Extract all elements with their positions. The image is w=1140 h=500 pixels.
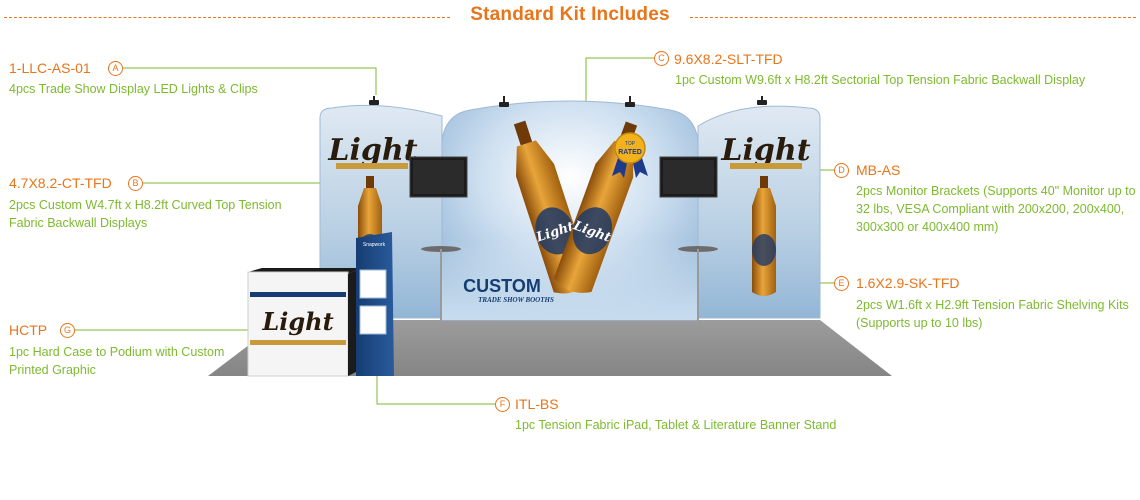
badge-c: C [654, 51, 669, 66]
item-e-desc: 2pcs W1.6ft x H2.9ft Tension Fabric Shel… [856, 298, 1129, 330]
tablet-banner-stand: Snapwork [356, 232, 394, 376]
header-dash-right [690, 17, 1136, 18]
item-e-code: 1.6X2.9-SK-TFD [856, 275, 960, 291]
item-d-desc: 2pcs Monitor Brackets (Supports 40" Moni… [856, 184, 1136, 234]
led-light-2 [499, 96, 509, 107]
item-b-code: 4.7X8.2-CT-TFD [9, 175, 112, 191]
page-title: Standard Kit Includes [470, 4, 670, 25]
led-light-4 [757, 96, 767, 105]
item-c-desc: 1pc Custom W9.6ft x H8.2ft Sectorial Top… [675, 73, 1086, 87]
led-light-1 [369, 96, 379, 105]
item-g-desc: 1pc Hard Case to Podium with Custom Prin… [9, 345, 225, 377]
shelf-left [421, 246, 461, 321]
center-subline: TRADE SHOW BOOTHS [478, 296, 554, 304]
item-b-desc: 2pcs Custom W4.7ft x H8.2ft Curved Top T… [9, 198, 282, 230]
badge-b: B [128, 176, 143, 191]
badge-g: G [60, 323, 75, 338]
center-sectorial-panel: Light Light TOP RATED CUSTOM TRADE SHOW … [441, 100, 699, 321]
top-rated-seal: TOP RATED [612, 132, 648, 178]
center-headline: CUSTOM [463, 276, 541, 296]
item-f-desc: 1pc Tension Fabric iPad, Tablet & Litera… [515, 418, 837, 432]
item-a-code: 1-LLC-AS-01 [9, 60, 91, 76]
item-d-code: MB-AS [856, 162, 901, 178]
monitor-right [659, 156, 718, 198]
podium-brand: Light [261, 307, 333, 336]
item-f-code: ITL-BS [515, 396, 559, 412]
left-panel-brand: Light [327, 133, 417, 168]
stand-brand: Snapwork [363, 242, 386, 248]
right-panel-brand: Light [720, 133, 810, 168]
badge-d: D [834, 163, 849, 178]
header-dash-left [4, 17, 450, 18]
badge-a: A [108, 61, 123, 76]
led-lights [369, 96, 767, 107]
connector-c [585, 57, 656, 118]
item-c-code: 9.6X8.2-SLT-TFD [674, 51, 783, 67]
badge-e: E [834, 276, 849, 291]
seal-main-text: RATED [618, 149, 642, 156]
shelf-right [678, 246, 718, 321]
badge-f: F [495, 397, 510, 412]
item-a-desc: 4pcs Trade Show Display LED Lights & Cli… [9, 82, 258, 96]
hard-case-podium: Light [247, 268, 360, 377]
item-g-code: HCTP [9, 322, 48, 338]
right-curved-panel: Light [697, 105, 821, 319]
monitor-left [409, 156, 468, 198]
connector-a [122, 67, 377, 95]
seal-top-text: TOP [625, 141, 636, 147]
led-light-3 [625, 96, 635, 107]
